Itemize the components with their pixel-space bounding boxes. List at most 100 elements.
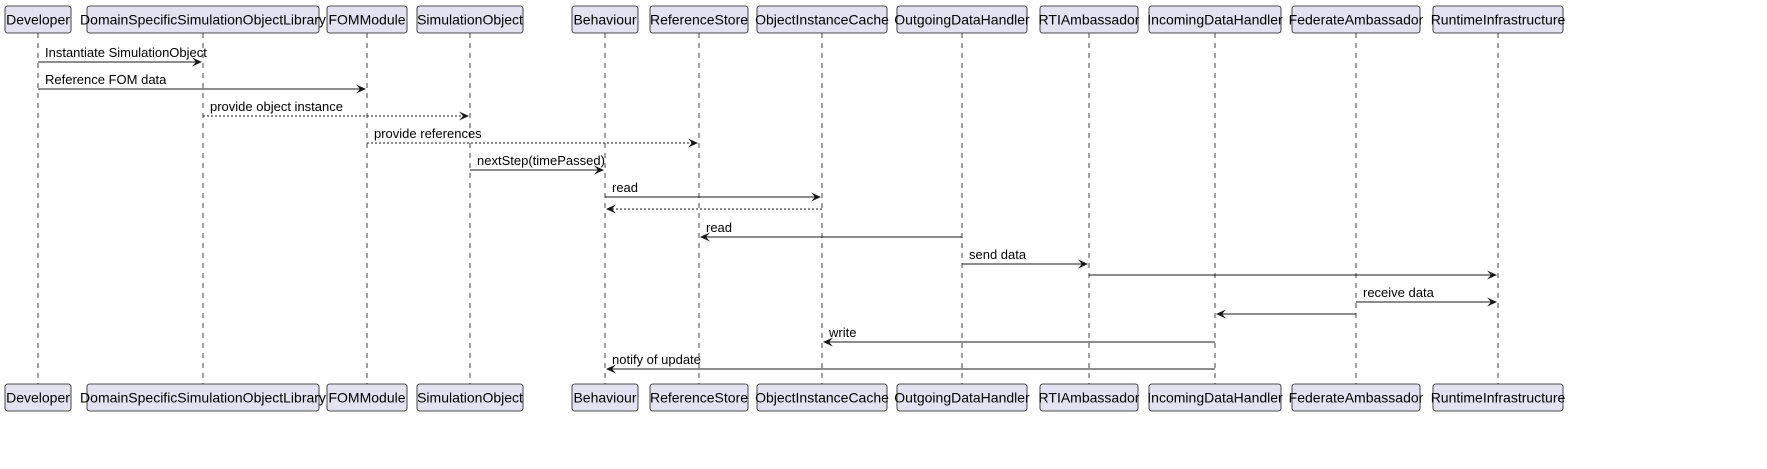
- message-label: read: [612, 180, 638, 195]
- participant-box: [1291, 383, 1421, 412]
- message-label: nextStep(timePassed): [477, 153, 605, 168]
- arrowhead: [823, 337, 833, 347]
- participant-box: [896, 383, 1028, 412]
- message-label: read: [706, 220, 732, 235]
- message-label: provide object instance: [210, 99, 343, 114]
- participant-label: RuntimeInfrastructure: [1431, 390, 1566, 406]
- participant-label: SimulationObject: [417, 12, 523, 28]
- message-label: Instantiate SimulationObject: [45, 45, 207, 60]
- participant-label: RuntimeInfrastructure: [1431, 12, 1566, 28]
- participant-label: IncomingDataHandler: [1147, 390, 1283, 406]
- participant-box: [4, 383, 72, 412]
- arrowhead: [1078, 259, 1088, 269]
- arrowhead: [1487, 297, 1497, 307]
- arrowhead: [594, 165, 604, 175]
- participant-label: OutgoingDataHandler: [894, 12, 1030, 28]
- message-label: provide references: [374, 126, 482, 141]
- participant-box: [416, 383, 524, 412]
- message-label: write: [828, 325, 856, 340]
- message-label: Reference FOM data: [45, 72, 167, 87]
- arrowhead: [606, 364, 616, 374]
- participant-box: [649, 383, 749, 412]
- arrowhead: [1216, 309, 1226, 319]
- participant-label: Developer: [6, 390, 70, 406]
- participant-label: OutgoingDataHandler: [894, 390, 1030, 406]
- participant-label: RTIAmbassador: [1039, 12, 1140, 28]
- participant-fedamb-bottom: FederateAmbassador: [1289, 383, 1424, 412]
- participant-fom-bottom: FOMModule: [326, 383, 408, 412]
- arrowhead: [1487, 270, 1497, 280]
- participant-label: ObjectInstanceCache: [755, 390, 889, 406]
- participant-label: FOMModule: [328, 12, 405, 28]
- participant-behaviour-top: Behaviour: [571, 5, 639, 34]
- participant-library-bottom: DomainSpecificSimulationObjectLibrary: [80, 383, 326, 412]
- participant-box: [1039, 383, 1139, 412]
- message-4: provide references: [367, 126, 698, 148]
- participant-developer-top: Developer: [4, 5, 72, 34]
- participant-label: Behaviour: [573, 390, 636, 406]
- participant-fom-top: FOMModule: [326, 5, 408, 34]
- participant-box: [756, 383, 888, 412]
- participant-box: [756, 5, 888, 34]
- participant-rti-bottom: RuntimeInfrastructure: [1431, 383, 1566, 412]
- arrowhead: [700, 232, 710, 242]
- participant-behaviour-bottom: Behaviour: [571, 383, 639, 412]
- participant-rti-top: RuntimeInfrastructure: [1431, 5, 1566, 34]
- participant-incoming-bottom: IncomingDataHandler: [1147, 383, 1283, 412]
- participant-box: [1291, 5, 1421, 34]
- message-label: receive data: [1363, 285, 1435, 300]
- participant-box: [86, 5, 320, 34]
- message-3: provide object instance: [203, 99, 469, 121]
- participant-library-top: DomainSpecificSimulationObjectLibrary: [80, 5, 326, 34]
- participant-label: Developer: [6, 12, 70, 28]
- participant-label: DomainSpecificSimulationObjectLibrary: [80, 12, 326, 28]
- message-1: Instantiate SimulationObject: [38, 45, 207, 67]
- arrowhead: [688, 138, 698, 148]
- participant-refstore-top: ReferenceStore: [649, 5, 749, 34]
- participant-incoming-top: IncomingDataHandler: [1147, 5, 1283, 34]
- arrowhead: [811, 192, 821, 202]
- message-6: read: [605, 180, 821, 202]
- participant-box: [4, 5, 72, 34]
- message-8: read: [700, 220, 962, 242]
- message-label: notify of update: [612, 352, 701, 367]
- participant-cache-top: ObjectInstanceCache: [755, 5, 889, 34]
- arrowhead: [356, 84, 366, 94]
- participant-fedamb-top: FederateAmbassador: [1289, 5, 1424, 34]
- participant-label: ObjectInstanceCache: [755, 12, 889, 28]
- message-5: nextStep(timePassed): [470, 153, 605, 175]
- participant-box: [571, 5, 639, 34]
- participant-label: DomainSpecificSimulationObjectLibrary: [80, 390, 326, 406]
- message-14: notify of update: [606, 352, 1215, 374]
- participant-outgoing-bottom: OutgoingDataHandler: [894, 383, 1030, 412]
- participant-box: [649, 5, 749, 34]
- participant-label: SimulationObject: [417, 390, 523, 406]
- participant-box: [1039, 5, 1139, 34]
- participant-cache-bottom: ObjectInstanceCache: [755, 383, 889, 412]
- participant-outgoing-top: OutgoingDataHandler: [894, 5, 1030, 34]
- participant-label: FederateAmbassador: [1289, 390, 1424, 406]
- participant-box: [326, 5, 408, 34]
- participant-box: [326, 383, 408, 412]
- participant-label: RTIAmbassador: [1039, 390, 1140, 406]
- message-11: receive data: [1356, 285, 1497, 307]
- participant-box: [1432, 5, 1564, 34]
- participant-label: Behaviour: [573, 12, 636, 28]
- participant-rtiamb-bottom: RTIAmbassador: [1039, 383, 1140, 412]
- participant-box: [571, 383, 639, 412]
- participant-label: ReferenceStore: [650, 390, 748, 406]
- participant-box: [416, 5, 524, 34]
- participant-label: FOMModule: [328, 390, 405, 406]
- arrowhead: [192, 57, 202, 67]
- message-9: send data: [962, 247, 1088, 269]
- arrowhead: [606, 204, 616, 214]
- message-label: send data: [969, 247, 1027, 262]
- participant-simobj-bottom: SimulationObject: [416, 383, 524, 412]
- participant-box: [896, 5, 1028, 34]
- participant-label: ReferenceStore: [650, 12, 748, 28]
- participant-box: [1432, 383, 1564, 412]
- participant-box: [1148, 5, 1282, 34]
- participant-label: IncomingDataHandler: [1147, 12, 1283, 28]
- participant-box: [86, 383, 320, 412]
